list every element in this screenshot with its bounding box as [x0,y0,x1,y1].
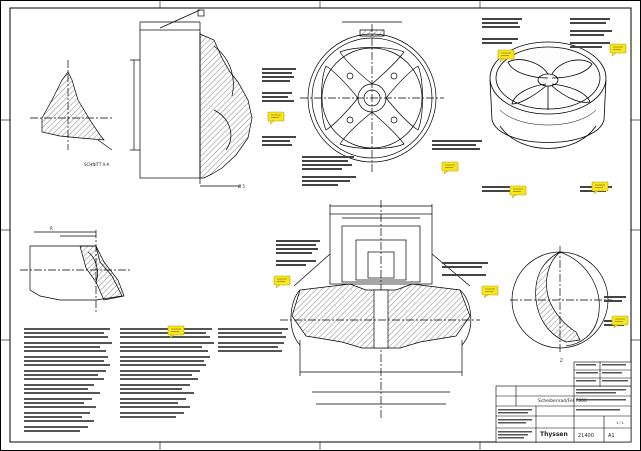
title-block [495,361,632,443]
technical-notes-column-1 [24,328,112,432]
sheet-format: A1 [608,433,615,439]
sheet-number: 1 / 1 [616,421,624,425]
main-cross-section [280,200,480,420]
front-view-notes [302,140,482,186]
svg-text:R: R [50,226,53,231]
half-section-view: Ø 5 [130,9,253,189]
title-block-lines [498,364,628,439]
technical-notes-column-3 [218,328,288,352]
wheel-isometric-view [489,41,607,149]
section-annotations [262,68,296,146]
company-name: Thyssen [540,431,568,438]
svg-text:SCHNITT A-A: SCHNITT A-A [84,162,110,167]
drawing-title: Scheibenrad/Fel 7000 [538,398,587,404]
part-number: 21400 [578,433,594,439]
profile-view-top-left: SCHNITT A-A [30,60,113,167]
svg-text:Ø 5: Ø 5 [238,184,245,189]
detail-view-left: R [20,226,130,312]
svg-text:Z: Z [560,358,563,363]
cross-section-notes [276,240,488,276]
technical-notes-column-2 [120,328,214,418]
wheel-front-view [300,21,444,172]
